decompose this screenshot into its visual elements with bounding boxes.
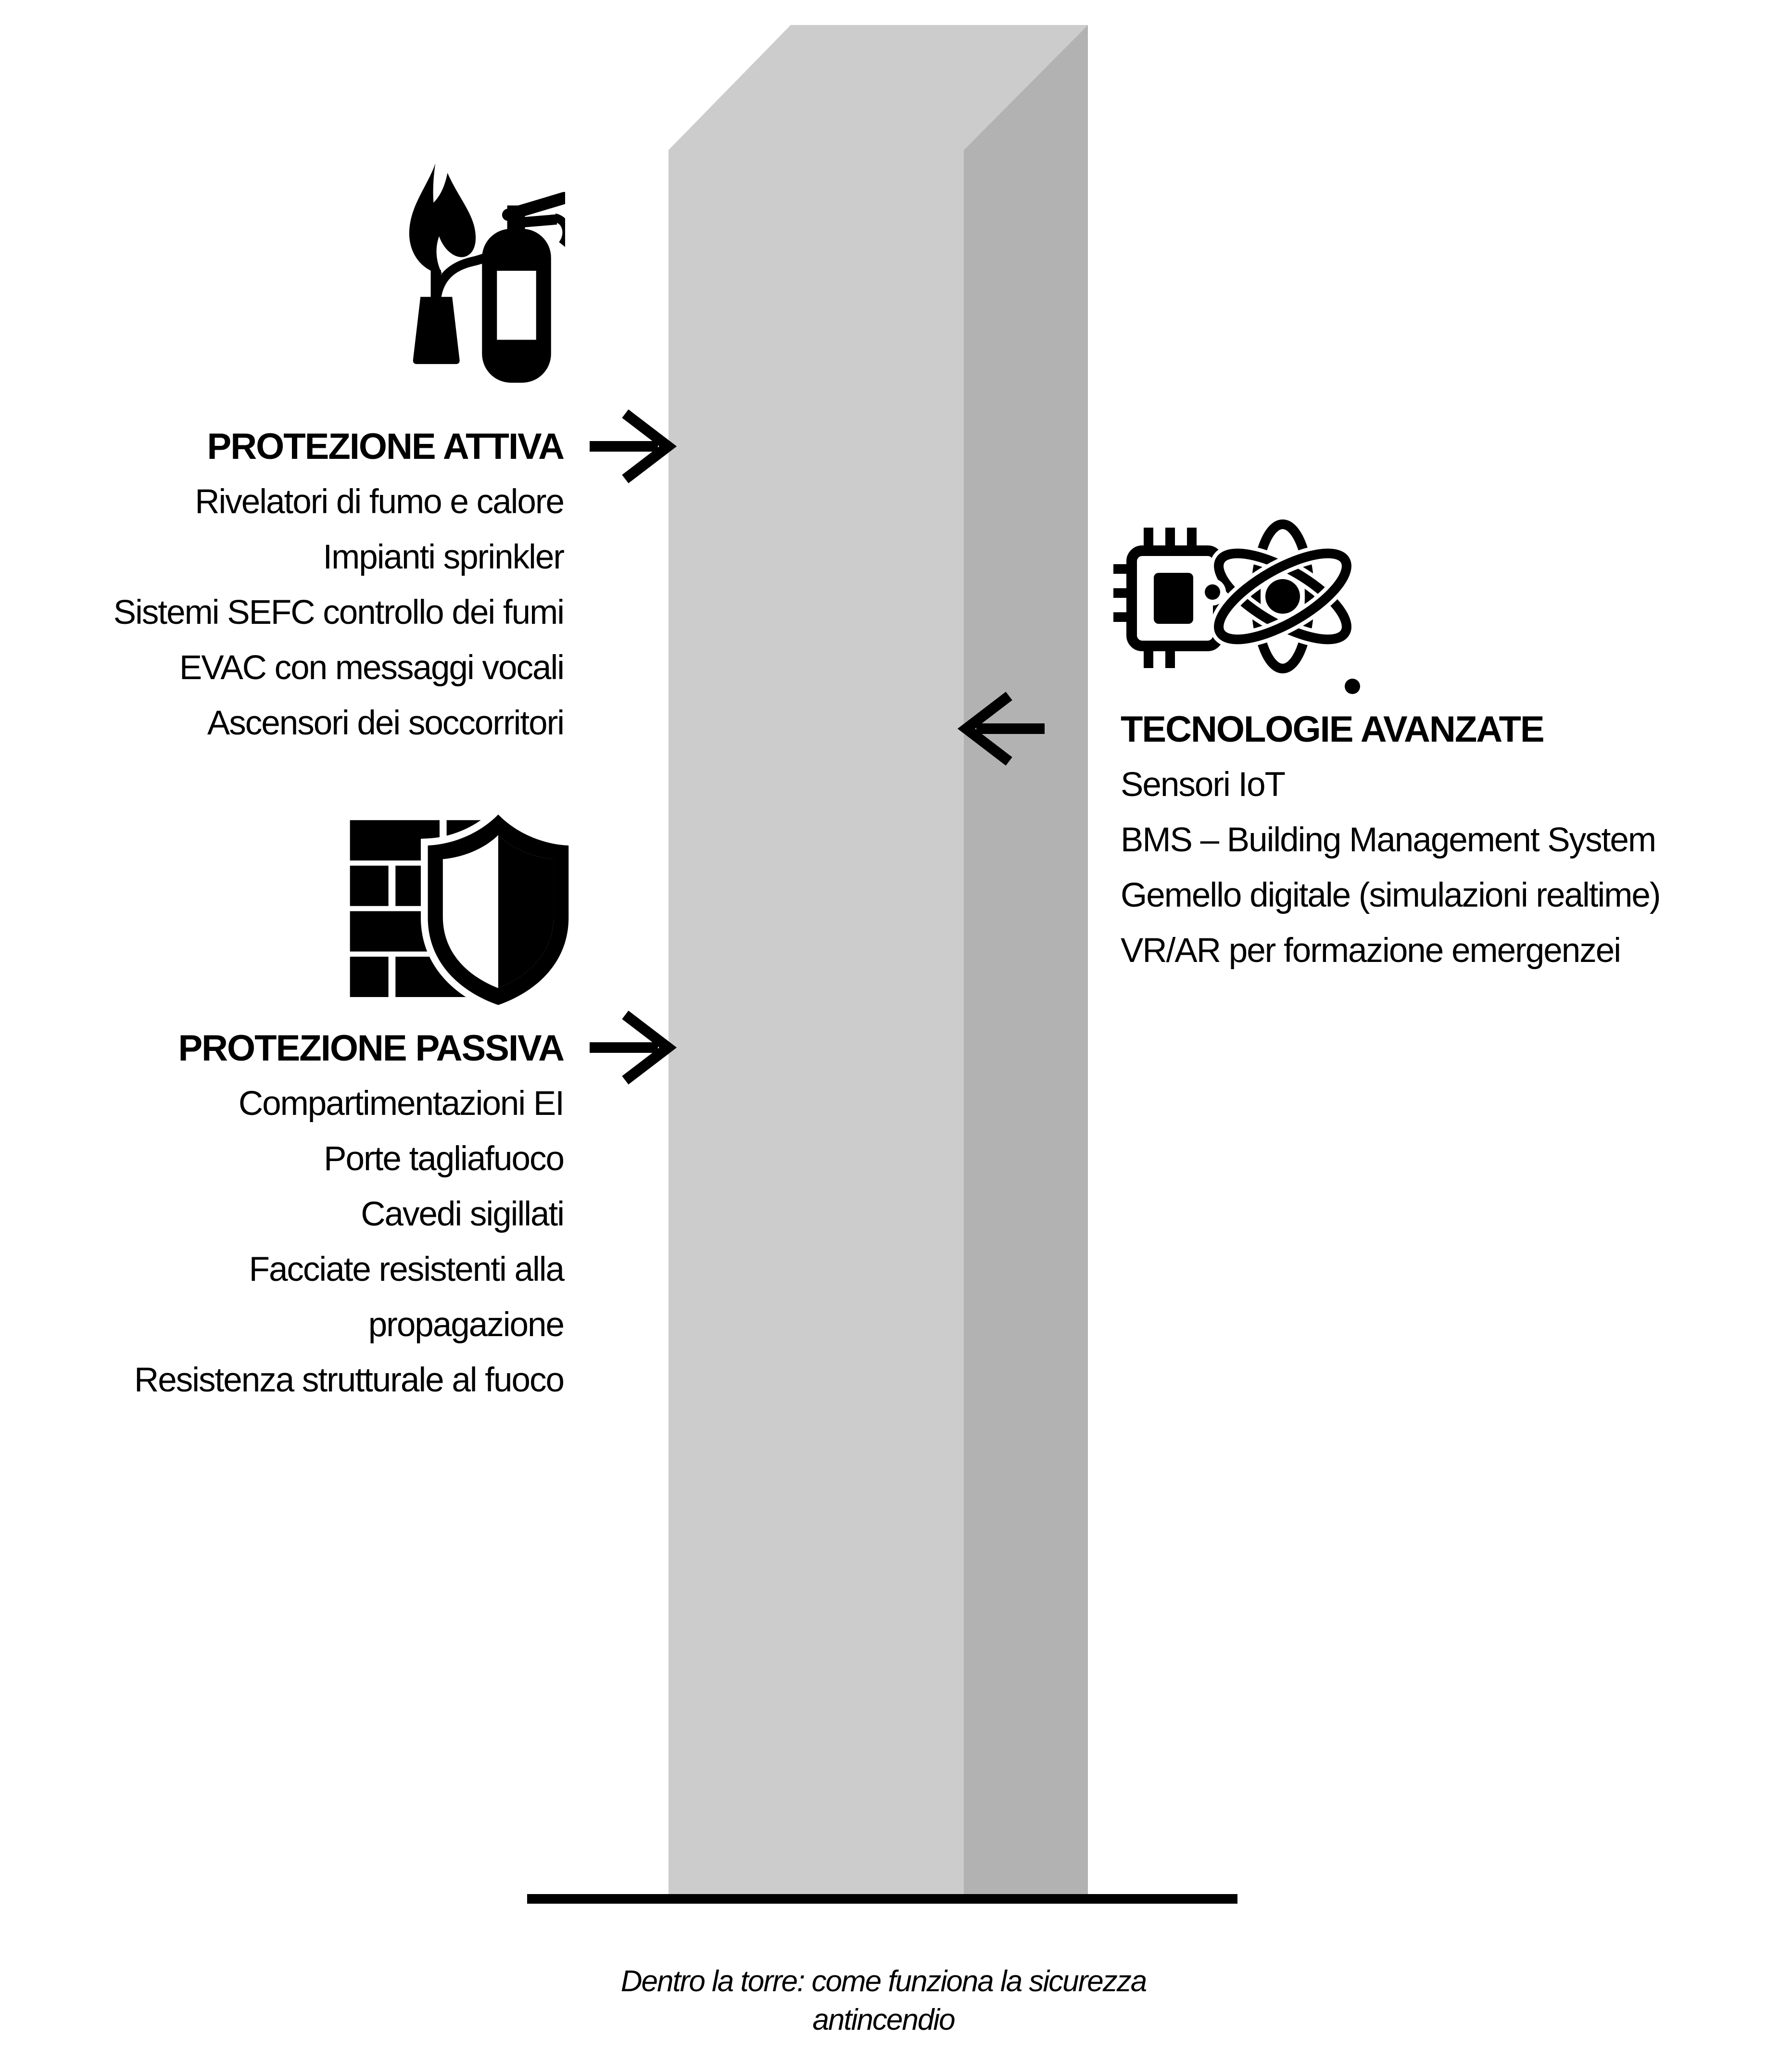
list-item: Porte tagliafuoco <box>324 1140 565 1178</box>
list-item: Compartimentazioni EI <box>238 1085 565 1123</box>
section-title: PROTEZIONE ATTIVA <box>207 426 565 467</box>
list-item: EVAC con messaggi vocali <box>179 649 565 687</box>
fire-extinguisher-icon <box>409 163 565 383</box>
list-item: Rivelatori di fumo e calore <box>195 483 565 521</box>
ground-line <box>527 1894 1237 1904</box>
chip-atom-icon <box>1113 516 1366 695</box>
list-item: Resistenza strutturale al fuoco <box>134 1361 565 1399</box>
list-item: Gemello digitale (simulazioni realtime) <box>1121 876 1661 914</box>
section-tecnologie-avanzate: TECNOLOGIE AVANZATE Sensori IoT BMS – Bu… <box>1121 702 1789 978</box>
arrow-right-icon <box>590 409 677 483</box>
list-item: VR/AR per formazione emergenzei <box>1121 932 1621 970</box>
list-item: Facciate resistenti alla propagazione <box>249 1251 565 1344</box>
section-protezione-passiva: PROTEZIONE PASSIVA Compartimentazioni EI… <box>14 1021 565 1408</box>
firewall-shield-icon <box>350 810 573 1010</box>
section-protezione-attiva: PROTEZIONE ATTIVA Rivelatori di fumo e c… <box>14 419 565 751</box>
arrow-left-icon <box>957 692 1045 766</box>
atom <box>1199 516 1366 695</box>
list-item: Cavedi sigillati <box>361 1195 565 1233</box>
list-item: Impianti sprinkler <box>323 538 565 576</box>
section-title: PROTEZIONE PASSIVA <box>178 1028 565 1069</box>
list-item: Sensori IoT <box>1121 766 1286 804</box>
list-item: Ascensori dei soccorritori <box>207 704 565 742</box>
tower-front-face <box>669 25 1088 1894</box>
tower-side-face <box>964 25 1088 1894</box>
section-title: TECNOLOGIE AVANZATE <box>1121 709 1545 750</box>
caption: Dentro la torre: come funziona la sicure… <box>620 1965 1148 2036</box>
arrow-right-icon <box>590 1011 677 1085</box>
list-item: Sistemi SEFC controllo dei fumi <box>113 594 565 632</box>
extinguisher-label <box>497 270 536 340</box>
list-item: BMS – Building Management System <box>1121 821 1656 859</box>
